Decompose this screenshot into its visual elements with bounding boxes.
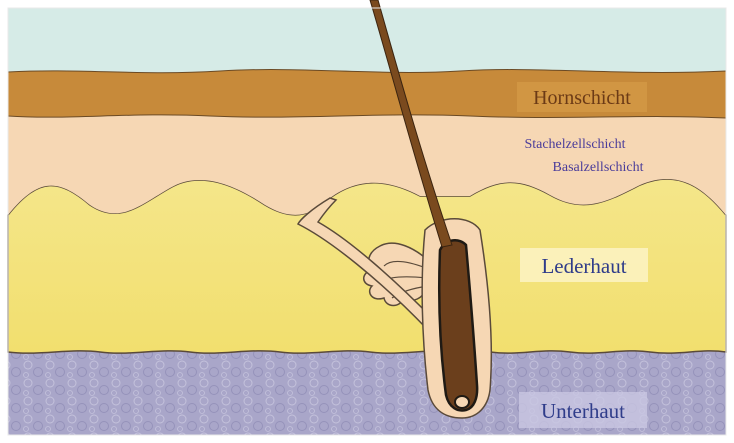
background-sky [8,8,726,78]
lederhaut-label: Lederhaut [541,254,626,278]
stachelzellschicht-label: Stachelzellschicht [524,137,625,152]
basalzellschicht-label: Basalzellschicht [553,160,644,175]
unterhaut-label: Unterhaut [541,399,625,423]
hornschicht-label: Hornschicht [533,87,631,109]
hair-papilla [455,396,469,408]
